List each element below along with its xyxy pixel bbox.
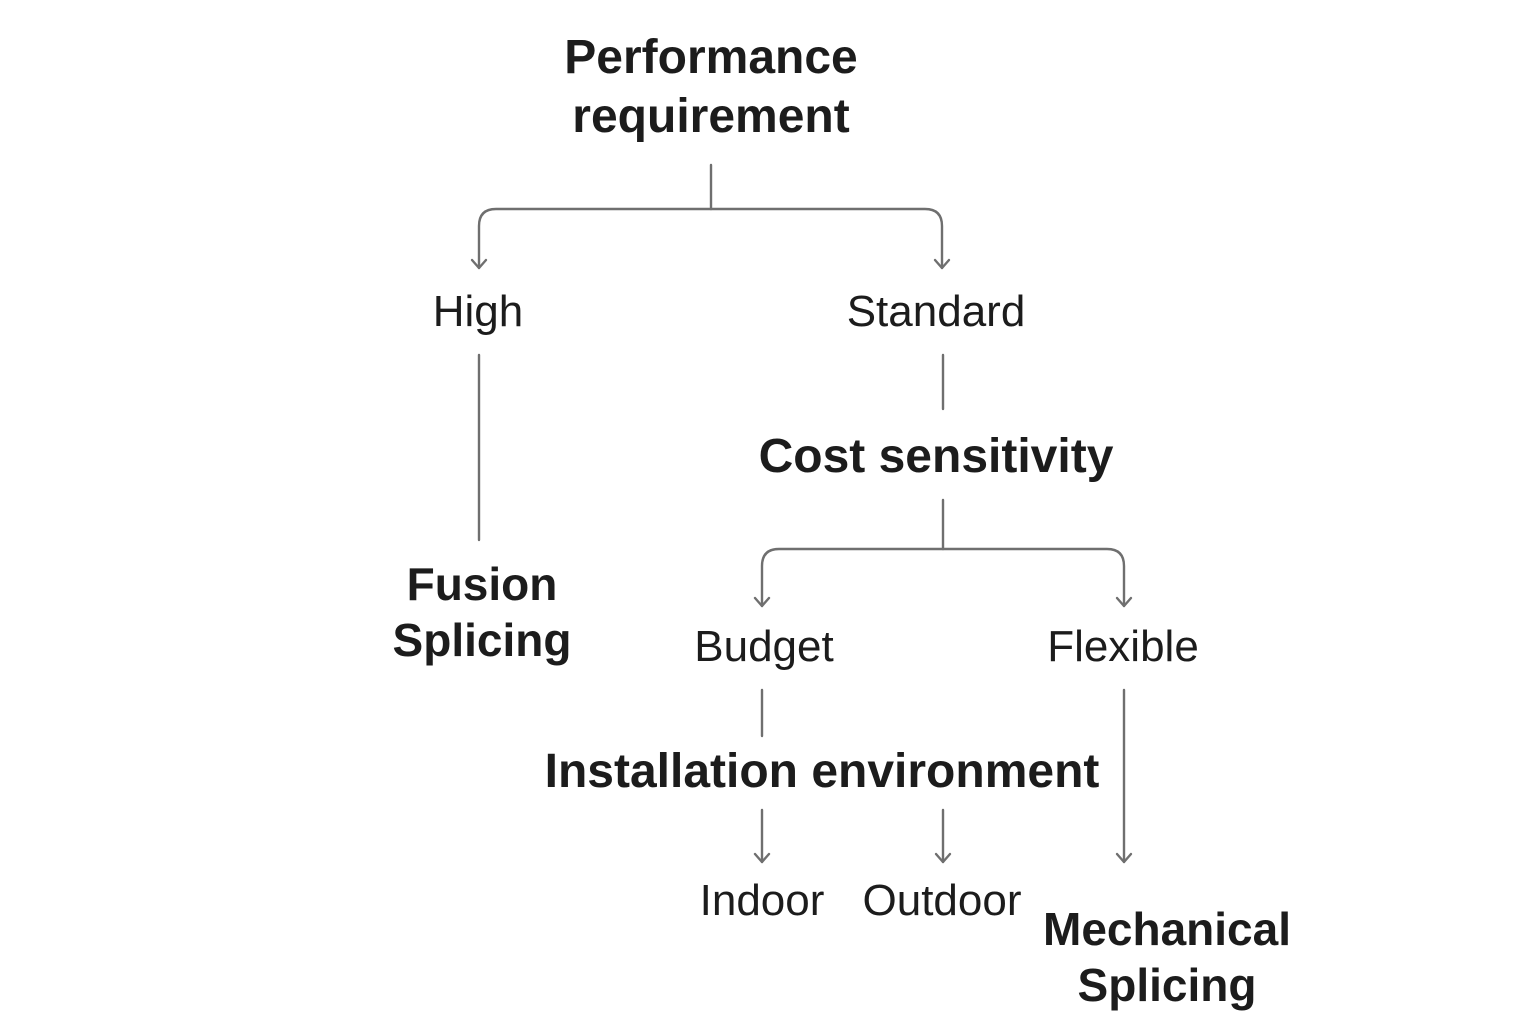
connector-to-standard	[709, 207, 951, 270]
node-outdoor-label: Outdoor	[862, 876, 1022, 925]
node-mechanical-splicing: Mechanical Splicing	[1043, 901, 1291, 1013]
connector-to-flexible	[941, 547, 1133, 608]
node-performance-requirement-line2: requirement	[572, 89, 850, 143]
node-flexible: Flexible	[1047, 620, 1199, 674]
node-fusion-splicing: Fusion Splicing	[393, 556, 572, 668]
node-cost-sensitivity: Cost sensitivity	[759, 428, 1114, 487]
node-outdoor: Outdoor	[863, 874, 1022, 928]
node-high-label: High	[432, 287, 524, 336]
connector-to-high	[470, 207, 713, 270]
node-installation-environment-label: Installation environment	[544, 745, 1100, 798]
node-flexible-label: Flexible	[1047, 622, 1199, 671]
node-high: High	[433, 285, 524, 339]
node-indoor: Indoor	[700, 874, 825, 928]
node-fusion-splicing-line2: Splicing	[392, 614, 572, 667]
node-cost-sensitivity-label: Cost sensitivity	[758, 430, 1114, 483]
connector-to-budget	[753, 547, 945, 608]
node-performance-requirement-line1: Performance	[564, 31, 858, 84]
node-installation-environment: Installation environment	[545, 743, 1100, 802]
node-budget-label: Budget	[694, 622, 834, 671]
node-mechanical-splicing-line2: Splicing	[1077, 959, 1257, 1012]
node-fusion-splicing-line1: Fusion	[406, 558, 558, 610]
node-standard: Standard	[847, 285, 1026, 339]
node-mechanical-splicing-line1: Mechanical	[1043, 903, 1291, 955]
node-standard-label: Standard	[846, 287, 1026, 336]
node-indoor-label: Indoor	[699, 876, 825, 925]
node-budget: Budget	[694, 620, 833, 674]
node-performance-requirement: Performance requirement	[564, 29, 857, 146]
